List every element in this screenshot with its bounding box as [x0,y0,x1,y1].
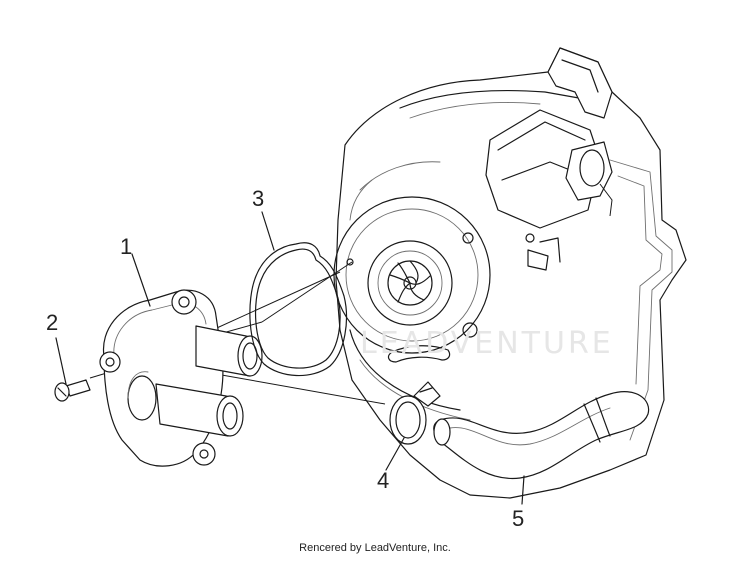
pump-cover-part [99,289,263,467]
callout-3: 3 [252,186,265,211]
callout-1: 1 [120,234,133,259]
o-ring-part [249,242,347,377]
hose-clamp-part [389,381,441,445]
credit-text: Rencered by LeadVenture, Inc. [299,542,451,554]
engine-housing [333,47,687,499]
callout-leaders [55,211,525,505]
screw-part [54,379,91,402]
callout-4: 4 [377,468,390,493]
impeller-icon [387,260,433,306]
watermark-text: LEADVENTURE [360,326,614,361]
coolant-hose-part [433,391,650,480]
callout-2: 2 [46,310,59,335]
callout-5: 5 [512,506,525,531]
